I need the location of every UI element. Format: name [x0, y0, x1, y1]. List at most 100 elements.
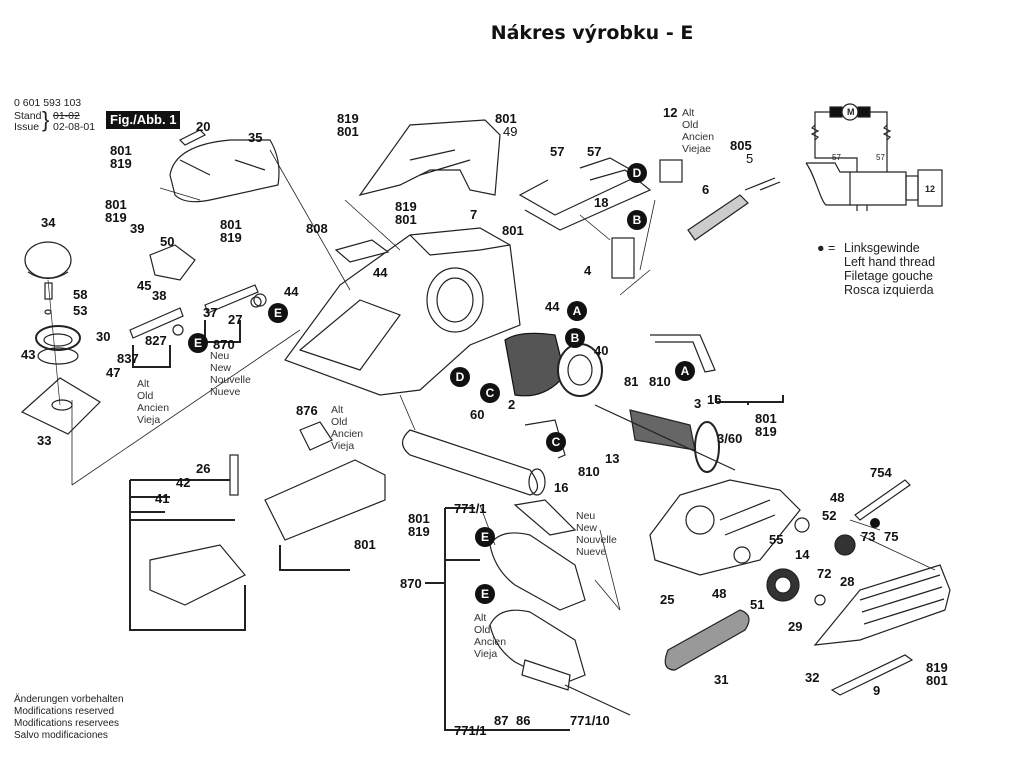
part-label: 51 — [750, 597, 765, 612]
issue-label: Issue — [14, 121, 40, 133]
part-label: 819 — [408, 524, 430, 539]
old-label-es: Vieja — [474, 648, 498, 660]
part-label: 5 — [746, 151, 754, 166]
part-label: 57 — [550, 144, 565, 159]
part-label: 870 — [213, 337, 235, 352]
old-label-block: Alt Old Ancien Vieja — [137, 378, 169, 426]
part-label: 73 — [861, 529, 876, 544]
part-label: 801 — [337, 124, 359, 139]
marker-b: B — [627, 210, 647, 230]
part-label: 876 — [296, 403, 318, 418]
old-label-block-switch: Alt Old Ancien Viejae — [682, 107, 714, 155]
part-number: 0 601 593 103 — [14, 97, 82, 109]
part-label: 7 — [470, 207, 478, 222]
part-label: 53 — [73, 303, 88, 318]
part-label: 801 — [105, 197, 127, 212]
new-label-en: New — [576, 522, 598, 534]
part-label: 819 — [337, 111, 359, 126]
part-label: 805 — [730, 138, 752, 153]
old-label-fr: Ancien — [331, 428, 364, 440]
stand-date-struck: 01-02 — [53, 110, 80, 122]
legend-line: Linksgewinde — [844, 241, 920, 255]
part-label: 41 — [155, 491, 170, 506]
part-label: 819 — [220, 230, 242, 245]
old-label-fr: Ancien — [474, 636, 507, 648]
part-label: 2 — [508, 397, 516, 412]
old-label-es: Vieja — [137, 414, 161, 426]
part-label: 55 — [769, 532, 784, 547]
part-label: 801 — [408, 511, 430, 526]
wire-label-a: 57 — [832, 153, 841, 162]
part-label: 37 — [203, 305, 218, 320]
part-label: 35 — [248, 130, 263, 145]
old-label-de: Alt — [682, 107, 695, 119]
new-label-block: Neu New Nouvelle Nueve — [210, 350, 251, 398]
part-label: 801 — [110, 143, 132, 158]
new-label-fr: Nouvelle — [576, 534, 617, 546]
marker-d: D — [627, 163, 647, 183]
legend-line: Left hand thread — [844, 255, 936, 269]
part-label: 44 — [373, 265, 388, 280]
part-label: 801 — [495, 111, 517, 126]
part-label: 819 — [395, 199, 417, 214]
old-label-en: Old — [331, 416, 348, 428]
old-label-en: Old — [474, 624, 491, 636]
part-label: 819 — [755, 424, 777, 439]
part-label: 39 — [130, 221, 145, 236]
new-label-es: Nueve — [576, 546, 607, 558]
part-label: 801 — [755, 411, 777, 426]
old-label-en: Old — [682, 119, 699, 131]
part-label: 771/1 — [454, 501, 487, 516]
part-label: 801 — [926, 673, 948, 688]
part-label: 58 — [73, 287, 88, 302]
legend-line: Rosca izquierda — [844, 283, 934, 297]
part-label: 44 — [545, 299, 560, 314]
part-label: 3/60 — [717, 431, 743, 446]
part-label: 9 — [873, 683, 881, 698]
part-label: 20 — [196, 119, 211, 134]
stand-label: Stand — [14, 110, 42, 122]
part-label: 42 — [176, 475, 191, 490]
old-label-en: Old — [137, 390, 154, 402]
part-label: 810 — [649, 374, 671, 389]
part-label: 12 — [663, 105, 678, 120]
part-label: 47 — [106, 365, 121, 380]
footer-note: Modifications reservees — [14, 718, 120, 729]
marker-c: C — [546, 432, 566, 452]
part-label: 81 — [624, 374, 639, 389]
part-label: 771/1 — [454, 723, 487, 738]
part-label: 75 — [884, 529, 899, 544]
part-label: 29 — [788, 619, 803, 634]
part-label: 57 — [587, 144, 602, 159]
old-label-es: Vieja — [331, 440, 355, 452]
footer-note: Änderungen vorbehalten — [14, 694, 124, 705]
part-label: 4 — [584, 263, 592, 278]
part-label: 48 — [830, 490, 845, 505]
old-label-block: Alt Old Ancien Vieja — [331, 404, 363, 452]
part-label: 819 — [926, 660, 948, 675]
part-label: 827 — [145, 333, 167, 348]
footer-note: Salvo modificaciones — [14, 730, 108, 741]
part-label: 771/10 — [570, 713, 610, 728]
part-label: 819 — [105, 210, 127, 225]
part-label: 48 — [712, 586, 727, 601]
part-label: 754 — [870, 465, 892, 480]
part-label: 16 — [554, 480, 569, 495]
part-label: 43 — [21, 347, 36, 362]
marker-e: E — [188, 333, 208, 353]
old-label-fr: Ancien — [137, 402, 170, 414]
old-label-block: Alt Old Ancien Vieja — [474, 612, 506, 660]
old-label-de: Alt — [474, 612, 487, 624]
new-label-es: Nueve — [210, 386, 241, 398]
marker-e: E — [475, 584, 495, 604]
part-label: 49 — [503, 124, 518, 139]
part-label: 30 — [96, 329, 111, 344]
part-label: 31 — [714, 672, 729, 687]
legend-line: Filetage gouche — [844, 269, 933, 283]
new-label-de: Neu — [210, 350, 230, 362]
brace-icon: } — [42, 107, 50, 132]
part-label: 808 — [306, 221, 328, 236]
part-label: 44 — [284, 284, 299, 299]
new-label-block: Neu New Nouvelle Nueve — [576, 510, 617, 558]
